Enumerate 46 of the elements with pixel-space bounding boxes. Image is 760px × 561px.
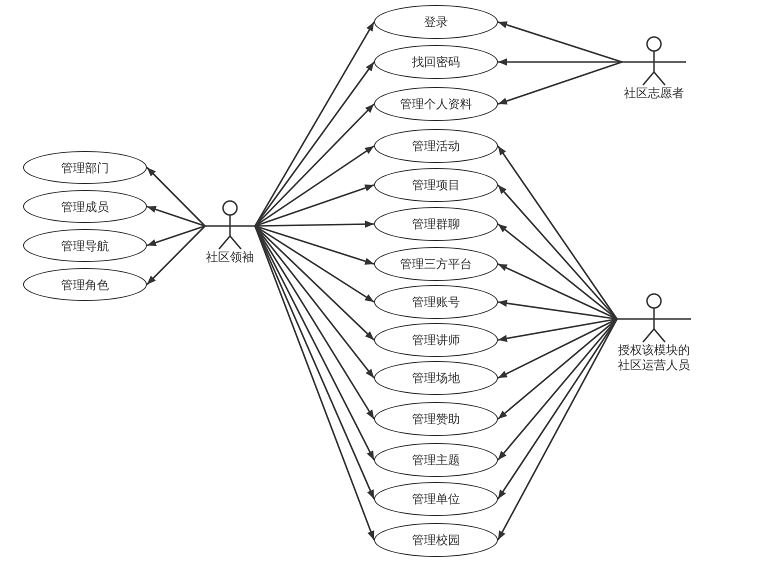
actor-label: 社区志愿者 [623,86,685,101]
association-arrow [497,318,618,540]
use-case-label: 管理项目 [412,179,460,191]
use-case-label: 找回密码 [412,56,460,68]
use-case-label: 管理群聊 [412,218,460,230]
use-case-label: 管理单位 [412,493,460,505]
association-arrow [498,263,618,320]
association-arrow [254,225,374,303]
use-case-label: 管理场地 [412,372,460,384]
association-arrow [254,220,374,228]
use-case-label: 管理讲师 [412,334,460,346]
use-case-label: 管理成员 [61,200,109,212]
use-case-ellipse [374,523,498,557]
association-arrow [254,184,374,227]
use-case-label: 管理活动 [412,140,460,152]
use-case-label: 管理校园 [412,534,460,546]
actor-label: 社区领袖 [205,250,255,265]
association-arrow [498,61,622,105]
use-case-label: 登录 [424,16,448,28]
use-case-label: 管理赞助 [412,413,460,425]
association-arrow [497,318,618,500]
use-case-label: 管理个人资料 [400,98,472,110]
association-arrow [498,21,622,63]
association-arrow [497,318,618,461]
association-arrow [498,318,618,342]
association-arrow [498,223,618,320]
association-arrow [497,184,618,320]
association-arrow [254,62,375,226]
association-arrow [146,166,206,227]
association-arrow [146,206,206,227]
association-arrow [146,225,206,246]
association-arrow [254,22,375,226]
use-case-label: 管理角色 [61,278,109,290]
association-arrow [146,225,206,286]
association-arrow [498,58,622,66]
association-arrow [254,145,374,227]
actor-label: 授权该模块的社区运营人员 [617,343,691,373]
association-arrow [254,225,374,265]
use-case-label: 管理导航 [61,240,109,252]
association-arrow [498,318,618,379]
use-case-label: 管理部门 [61,162,109,174]
use-case-label: 管理三方平台 [400,258,472,270]
association-arrow [498,300,618,320]
use-case-label: 管理主题 [412,454,460,466]
association-arrow [497,146,618,320]
use-case-label: 管理账号 [412,296,460,308]
